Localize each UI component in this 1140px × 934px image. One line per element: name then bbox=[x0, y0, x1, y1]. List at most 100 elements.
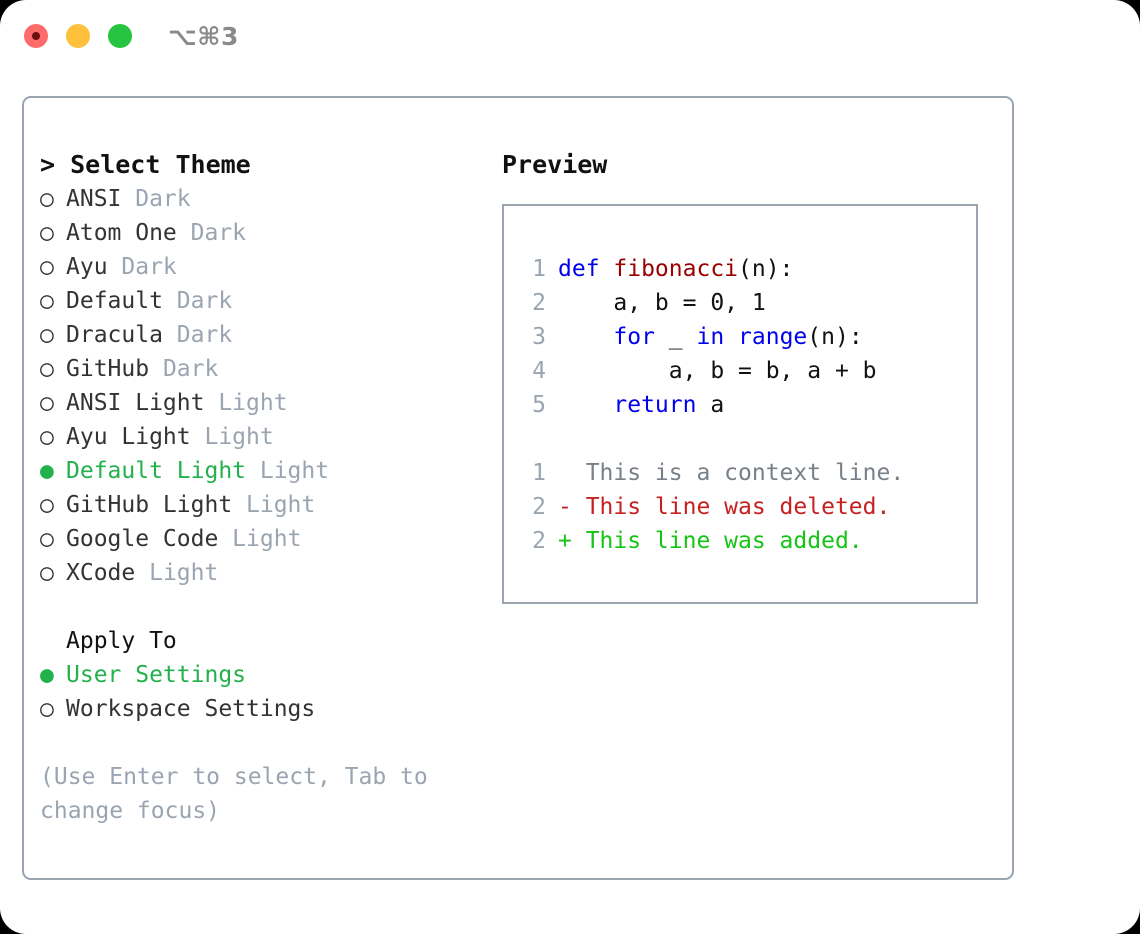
token-kw: in bbox=[696, 324, 725, 350]
radio-unselected-icon: ○ bbox=[40, 186, 54, 212]
token-kw: def bbox=[558, 256, 614, 282]
theme-option-3[interactable]: ○ Default Dark bbox=[40, 284, 480, 318]
token-pl bbox=[558, 392, 613, 418]
line-number: 1 bbox=[532, 460, 546, 486]
token-pl: a, b = 0, 1 bbox=[558, 290, 766, 316]
diff-text-del: - This line was deleted. bbox=[558, 494, 891, 520]
theme-option-tag: Light bbox=[246, 458, 330, 484]
theme-option-10[interactable]: ○Google Code Light bbox=[40, 522, 480, 556]
apply-to-heading: Apply To bbox=[66, 628, 177, 654]
list-spacer bbox=[40, 590, 480, 624]
theme-list: ○ ANSI Dark ○ Atom One Dark ○ Ayu Dark ○ Defaul… bbox=[40, 182, 480, 590]
theme-option-tag: Dark bbox=[121, 186, 191, 212]
theme-option-label: Ayu bbox=[66, 254, 108, 280]
token-pl: a, b = b, a + b bbox=[558, 358, 877, 384]
line-number: 2 bbox=[532, 528, 546, 554]
theme-option-tag: Light bbox=[232, 492, 316, 518]
theme-option-tag: Light bbox=[204, 390, 288, 416]
radio-unselected-icon: ○ bbox=[40, 424, 54, 450]
theme-option-6[interactable]: ○ ANSI Light Light bbox=[40, 386, 480, 420]
theme-option-label: Google Code bbox=[66, 526, 219, 552]
theme-option-label: GitHub Light bbox=[66, 492, 233, 518]
theme-option-7[interactable]: ○Ayu Light Light bbox=[40, 420, 480, 454]
code-line-4: 4 a, b = b, a + b bbox=[504, 354, 976, 388]
theme-option-2[interactable]: ○ Ayu Dark bbox=[40, 250, 480, 284]
apply-to-option-label: User Settings bbox=[66, 662, 247, 688]
theme-option-label: GitHub bbox=[66, 356, 150, 382]
line-number: 2 bbox=[532, 494, 546, 520]
theme-list-column: > Select Theme ○ANSI Dark○Atom One Dark○… bbox=[40, 148, 480, 828]
theme-option-4[interactable]: ○Dracula Dark bbox=[40, 318, 480, 352]
token-kw: for bbox=[613, 324, 655, 350]
code-text: a, b = b, a + b bbox=[546, 354, 877, 388]
theme-option-tag: Dark bbox=[149, 356, 219, 382]
code-text: def fibonacci(n): bbox=[546, 252, 793, 286]
theme-option-tag: Light bbox=[218, 526, 302, 552]
code-text: a, b = 0, 1 bbox=[546, 286, 766, 320]
theme-option-8[interactable]: ●Default Light Light bbox=[40, 454, 480, 488]
diff-line-2: 2 - This line was deleted. bbox=[504, 490, 976, 524]
theme-option-tag: Dark bbox=[176, 220, 247, 246]
window-controls bbox=[24, 24, 132, 48]
code-text: for _ in range(n): bbox=[546, 320, 863, 354]
theme-option-tag: Light bbox=[135, 560, 219, 586]
line-number: 1 bbox=[532, 256, 546, 282]
minimize-window-button[interactable] bbox=[66, 24, 90, 48]
title-bar: ⌥⌘3 bbox=[0, 0, 1140, 78]
apply-to-option-1[interactable]: ○ Workspace Settings bbox=[40, 692, 480, 726]
token-pl: _ bbox=[654, 324, 697, 350]
token-pl: (n): bbox=[807, 324, 863, 350]
preview-heading: Preview bbox=[502, 150, 608, 179]
line-number: 5 bbox=[532, 392, 546, 418]
theme-option-label: Default bbox=[66, 288, 163, 314]
radio-unselected-icon: ○ bbox=[40, 220, 54, 246]
theme-option-label: Dracula bbox=[66, 322, 163, 348]
theme-option-label: ANSI bbox=[66, 186, 122, 212]
token-kw: return bbox=[613, 392, 697, 418]
token-pl bbox=[558, 324, 613, 350]
diff-text-add: + This line was added. bbox=[558, 528, 863, 554]
apply-to-option-label: Workspace Settings bbox=[66, 696, 316, 722]
theme-option-tag: Dark bbox=[162, 322, 233, 348]
line-number: 3 bbox=[532, 324, 546, 350]
radio-unselected-icon: ○ bbox=[40, 356, 54, 382]
keyboard-hint-text: (Use Enter to select, Tab to change focu… bbox=[40, 764, 428, 824]
theme-option-0[interactable]: ○ ANSI Dark bbox=[40, 182, 480, 216]
theme-option-1[interactable]: ○ Atom One Dark bbox=[40, 216, 480, 250]
theme-option-11[interactable]: ○ XCode Light bbox=[40, 556, 480, 590]
maximize-window-button[interactable] bbox=[108, 24, 132, 48]
code-text: return a bbox=[546, 388, 724, 422]
radio-unselected-icon: ○ bbox=[40, 254, 54, 280]
radio-unselected-icon: ○ bbox=[40, 288, 54, 314]
code-line-2: 2 a, b = 0, 1 bbox=[504, 286, 976, 320]
diff-text-ctx: This is a context line. bbox=[558, 460, 905, 486]
theme-option-label: Ayu Light bbox=[66, 424, 191, 450]
theme-option-5[interactable]: ○ GitHub Dark bbox=[40, 352, 480, 386]
diff-sample: 1 This is a context line. 2 - This line wa… bbox=[504, 456, 976, 558]
apply-to-list: ●User Settings ○ Workspace Settings bbox=[40, 658, 480, 726]
theme-option-label: Atom One bbox=[66, 220, 177, 246]
code-diff-gap bbox=[504, 422, 976, 456]
token-pl: a bbox=[696, 392, 725, 418]
radio-unselected-icon: ○ bbox=[40, 390, 54, 416]
radio-unselected-icon: ○ bbox=[40, 560, 54, 586]
radio-unselected-icon: ○ bbox=[40, 696, 54, 722]
theme-option-label: XCode bbox=[66, 560, 136, 586]
theme-option-9[interactable]: ○GitHub Light Light bbox=[40, 488, 480, 522]
theme-option-tag: Dark bbox=[162, 288, 233, 314]
line-number: 2 bbox=[532, 290, 546, 316]
diff-line-3: 2 + This line was added. bbox=[504, 524, 976, 558]
token-pl: (n): bbox=[738, 256, 794, 282]
close-window-button[interactable] bbox=[24, 24, 48, 48]
apply-to-option-0[interactable]: ●User Settings bbox=[40, 658, 480, 692]
code-line-3: 3 for _ in range(n): bbox=[504, 320, 976, 354]
theme-option-label: ANSI Light bbox=[66, 390, 205, 416]
theme-option-tag: Dark bbox=[107, 254, 177, 280]
code-line-5: 5 return a bbox=[504, 388, 976, 422]
token-fn: fibonacci bbox=[613, 256, 739, 282]
